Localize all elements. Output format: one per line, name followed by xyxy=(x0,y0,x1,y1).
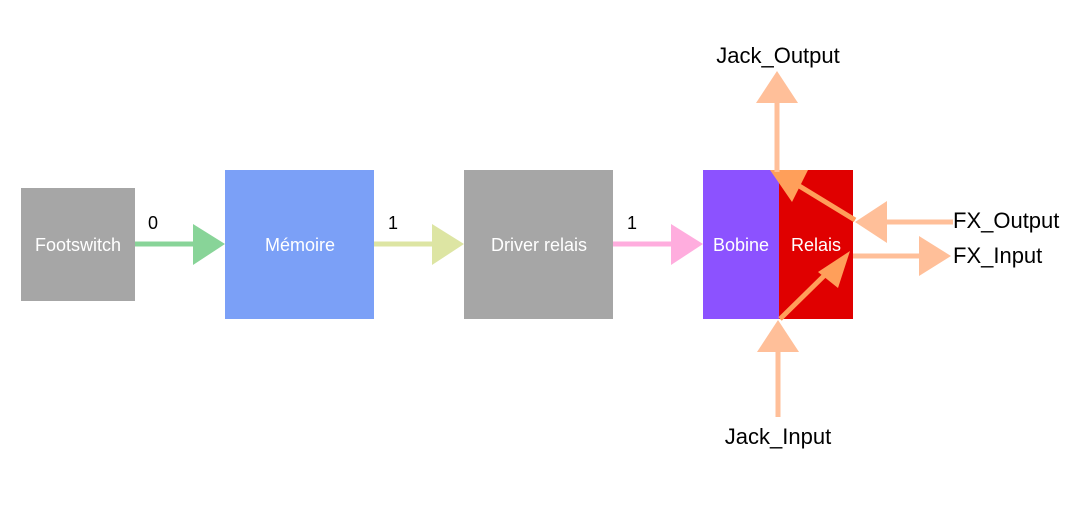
relais-label: Relais xyxy=(791,235,841,255)
driver-relais-block: Driver relais xyxy=(464,170,613,319)
bobine-block: Bobine xyxy=(703,170,779,319)
arrow-head xyxy=(432,224,464,265)
signal-value-label: 1 xyxy=(627,213,637,233)
bobine-label: Bobine xyxy=(713,235,769,255)
driver-relais-label: Driver relais xyxy=(491,235,587,255)
arrow-driver-to-bobine: 1 xyxy=(613,213,703,265)
jack-output-arrowhead xyxy=(756,71,798,103)
footswitch-block: Footswitch xyxy=(21,188,135,301)
bobine-rect xyxy=(703,170,779,319)
footswitch-label: Footswitch xyxy=(35,235,121,255)
audio-path xyxy=(756,71,953,417)
footswitch-rect xyxy=(21,188,135,301)
arrow-head xyxy=(193,224,225,265)
signal-value-label: 0 xyxy=(148,213,158,233)
signal-value-label: 1 xyxy=(388,213,398,233)
arrow-memoire-to-driver: 1 xyxy=(374,213,464,265)
relay-to-fx-input-diagonal-head xyxy=(818,251,850,288)
jack-output-label: Jack_Output xyxy=(716,43,840,68)
fx-input-arrowhead xyxy=(919,236,951,276)
memoire-label: Mémoire xyxy=(265,235,335,255)
fx-input-label: FX_Input xyxy=(953,243,1042,268)
fx-output-arrowhead xyxy=(855,201,887,243)
fx-output-label: FX_Output xyxy=(953,208,1059,233)
jack-input-arrowhead xyxy=(757,320,799,352)
fx-output-to-jack-output-diagonal-head xyxy=(770,170,808,202)
arrow-head xyxy=(671,224,703,265)
memoire-rect xyxy=(225,170,374,319)
memoire-block: Mémoire xyxy=(225,170,374,319)
jack-input-label: Jack_Input xyxy=(725,424,831,449)
arrow-footswitch-to-memoire: 0 xyxy=(135,213,225,265)
fx-output-to-jack-output-diagonal xyxy=(794,181,857,223)
driver-relais-rect xyxy=(464,170,613,319)
